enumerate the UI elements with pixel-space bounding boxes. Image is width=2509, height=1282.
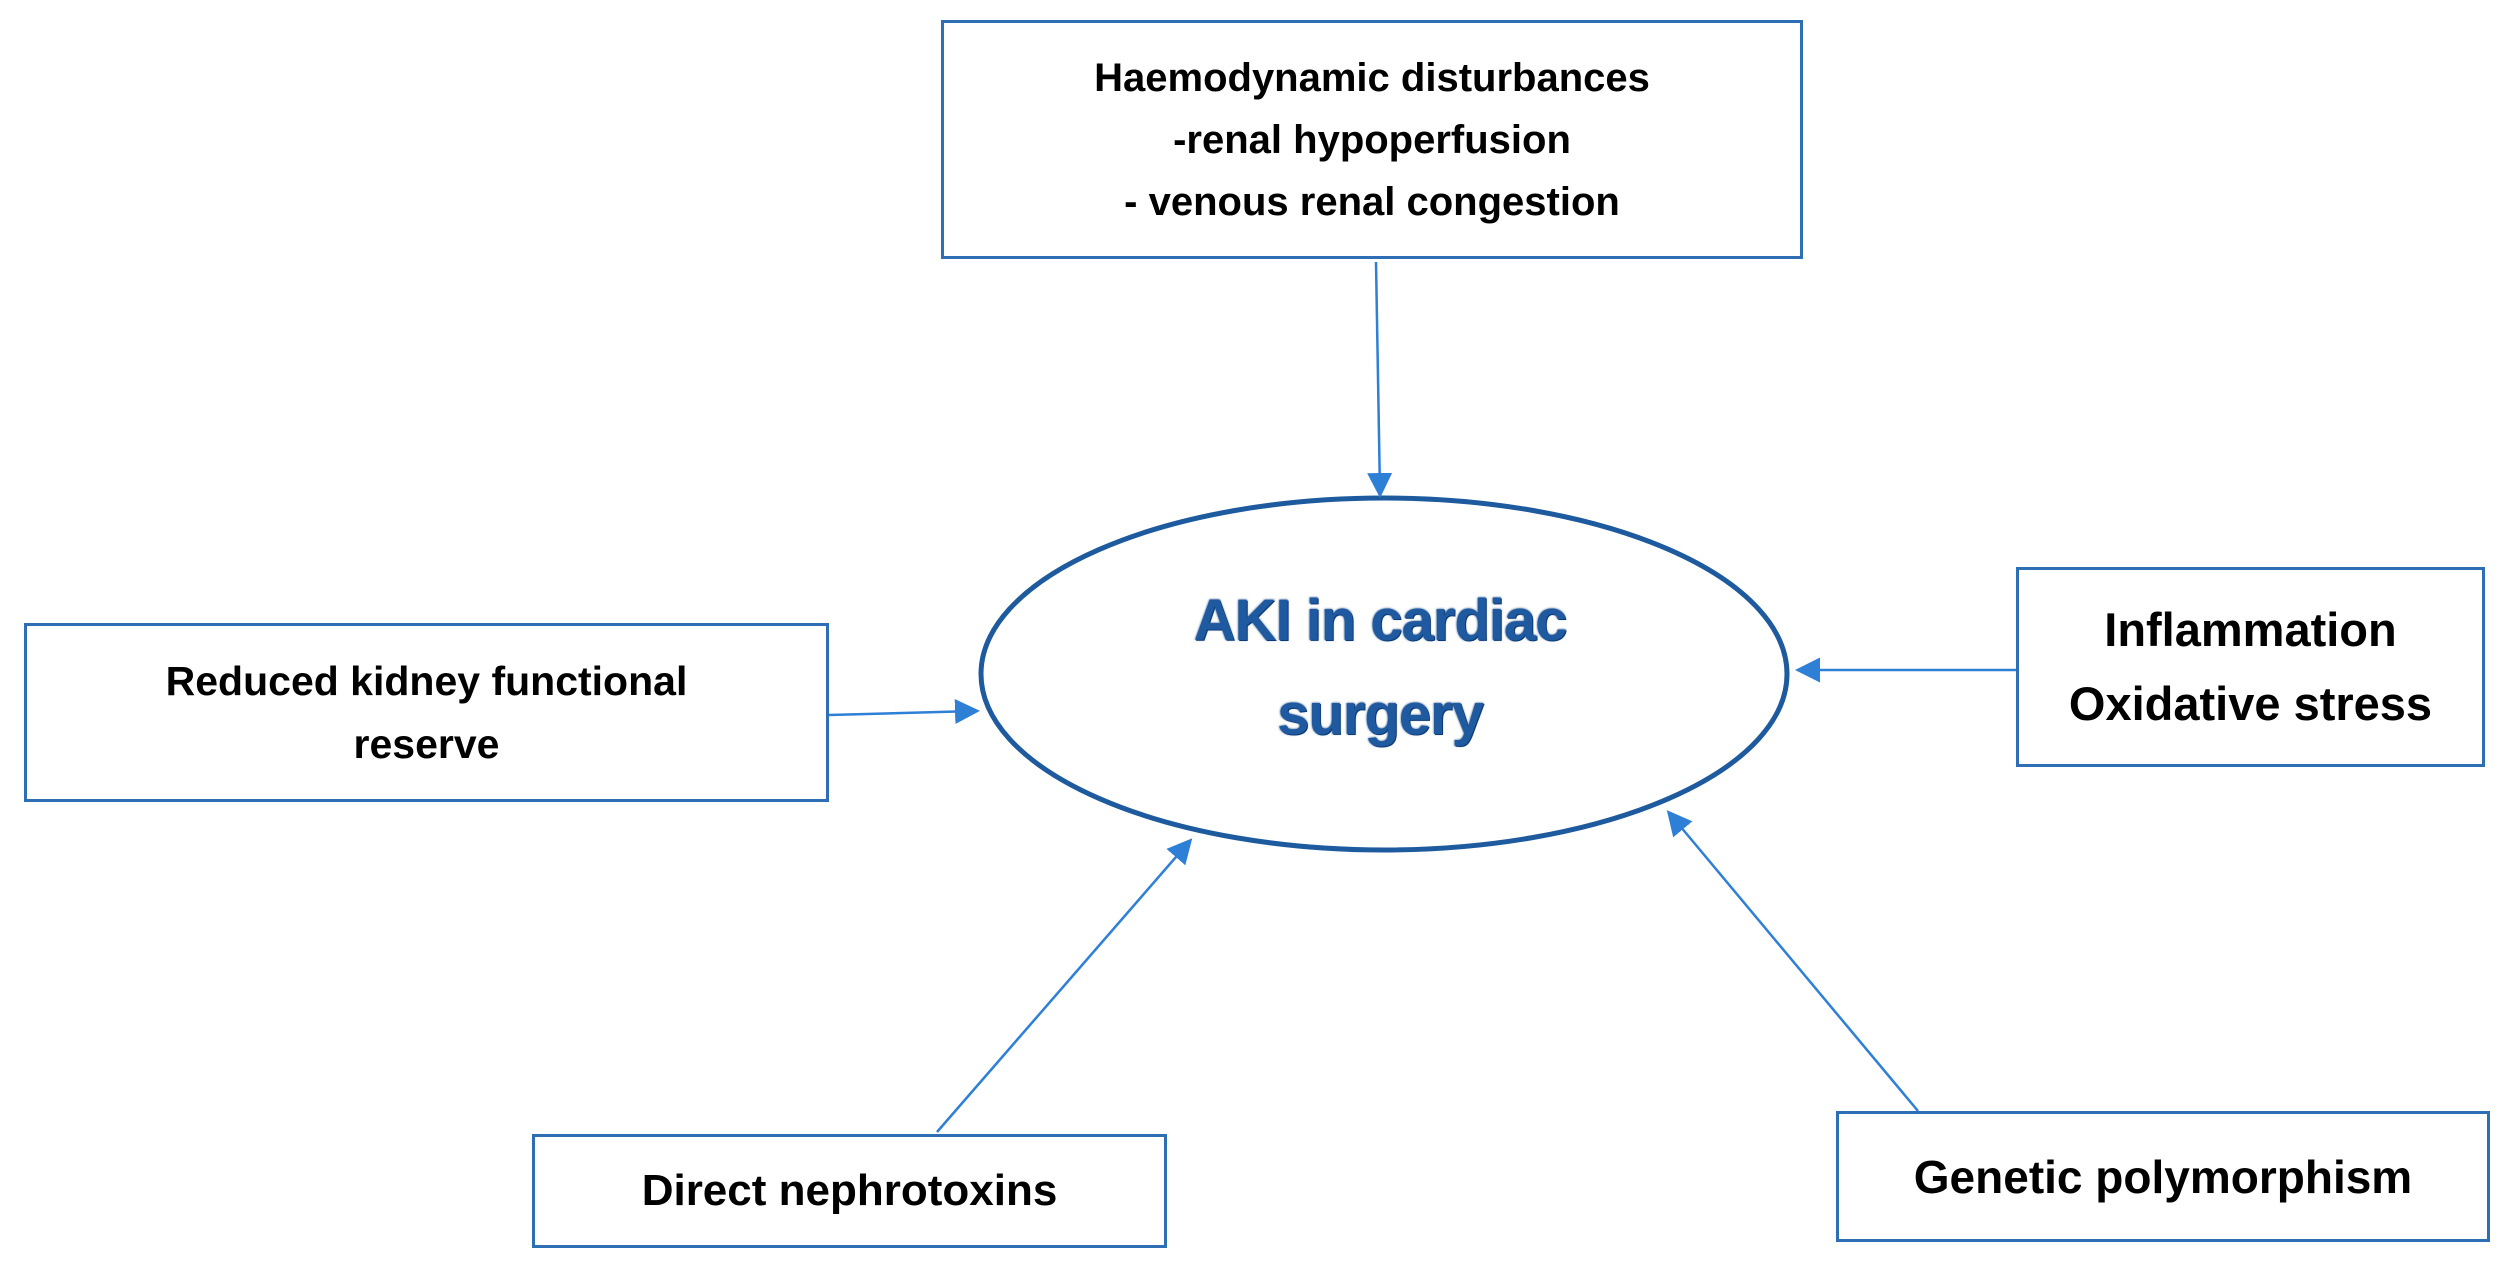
kidney-reserve-line-1: Reduced kidney functional [165,657,688,704]
inflammation-line-2: Oxidative stress [2068,677,2433,730]
genetic-box: Genetic polymorphism [1836,1111,2490,1242]
inflammation-box: Inflammation Oxidative stress [2016,567,2485,767]
center-label: AKI in cardiac surgery [1100,574,1660,762]
haemodynamic-line-2: -renal hypoperfusion [1173,117,1571,162]
nephrotoxins-box: Direct nephrotoxins [532,1134,1167,1248]
nephrotoxins-line-1: Direct nephrotoxins [641,1166,1058,1215]
haemodynamic-line-1: Haemodynamic disturbances [1094,55,1650,100]
kidney-reserve-line-2: reserve [353,720,500,767]
arrow-genetic [1666,810,1919,1112]
haemodynamic-box: Haemodynamic disturbances -renal hypoper… [941,20,1803,259]
kidney-reserve-box: Reduced kidney functional reserve [24,623,829,802]
center-label-line-1: AKI in cardiac [1193,588,1568,653]
arrow-kidney-reserve [828,699,980,725]
genetic-line-1: Genetic polymorphism [1913,1150,2413,1203]
arrow-haemodynamic [1367,261,1393,498]
haemodynamic-line-3: - venous renal congestion [1124,179,1620,224]
center-label-line-2: surgery [1277,682,1484,747]
arrow-nephrotoxins [936,838,1193,1133]
inflammation-line-1: Inflammation [2104,603,2397,656]
center-ellipse [978,495,1790,853]
